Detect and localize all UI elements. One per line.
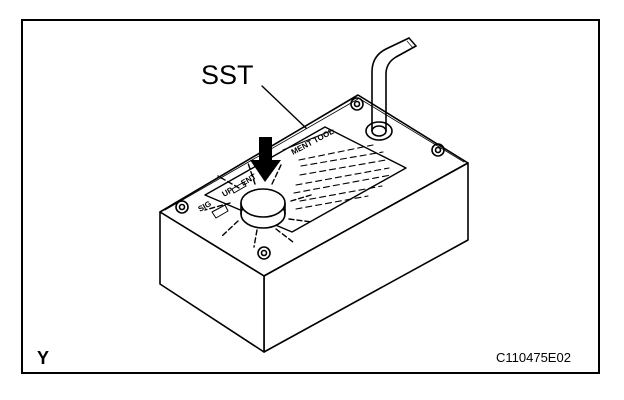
figure-code-label: C110475E02 bbox=[496, 350, 571, 365]
corner-screw bbox=[257, 246, 271, 260]
corner-screw bbox=[431, 143, 445, 157]
plate-text-lines bbox=[293, 144, 392, 210]
dial-ticks bbox=[204, 162, 313, 248]
box-left-face bbox=[159, 211, 265, 353]
corner-screw bbox=[175, 200, 189, 214]
selector-knob[interactable] bbox=[240, 188, 286, 229]
callout-leader bbox=[261, 85, 307, 129]
corner-screw bbox=[350, 97, 364, 111]
figure-frame bbox=[21, 19, 600, 374]
down-arrow-icon bbox=[250, 137, 281, 182]
cable bbox=[371, 37, 417, 132]
sst-callout-label: SST bbox=[201, 60, 254, 90]
view-letter-label: Y bbox=[37, 348, 49, 368]
